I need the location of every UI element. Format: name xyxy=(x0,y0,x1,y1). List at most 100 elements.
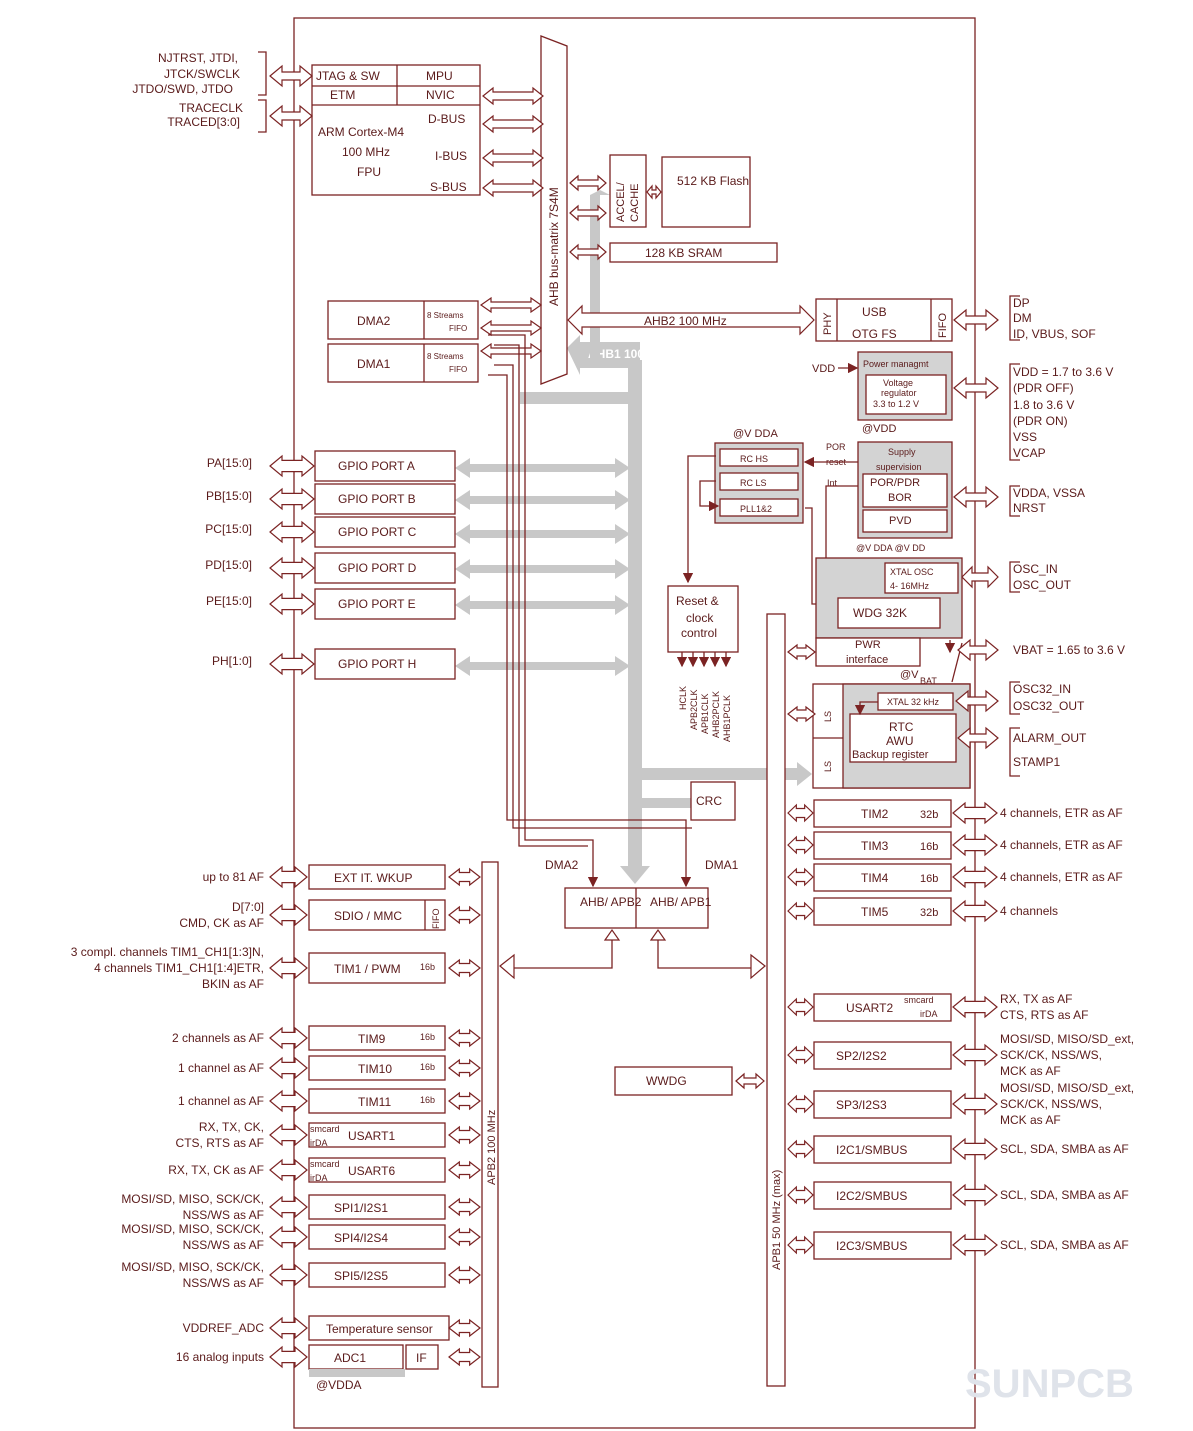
vdda-pin-1: VDDA, VSSA xyxy=(1013,486,1085,500)
apb1-link-arrow xyxy=(787,1094,814,1114)
apb2-periph-box xyxy=(308,952,446,984)
apb1-signal-label: 4 channels, ETR as AF xyxy=(1000,870,1123,884)
apb1-signal-label: CTS, RTS as AF xyxy=(1000,1008,1088,1022)
apb1-periph-name: TIM4 xyxy=(861,871,889,885)
apb2-periph-name: SPI5/I2S5 xyxy=(334,1269,388,1283)
apb1-periph-name: I2C3/SMBUS xyxy=(836,1239,907,1253)
gpio-port-label: GPIO PORT A xyxy=(338,459,415,473)
apb1-pin-arrow xyxy=(952,1043,998,1067)
wwdg-link xyxy=(735,1072,765,1090)
apb2-periph-tag: smcard xyxy=(310,1124,340,1134)
dma1-bridge-label: DMA1 xyxy=(705,858,739,872)
otg-label: OTG FS xyxy=(852,327,897,341)
ls-label-1: LS xyxy=(823,711,833,722)
apb1-link-arrow xyxy=(787,901,814,921)
apb1-signal-label: MCK as AF xyxy=(1000,1064,1061,1078)
cpu-name: ARM Cortex-M4 xyxy=(318,125,404,139)
cache-label: CACHE xyxy=(629,183,641,222)
apb2-periph-box xyxy=(308,1315,450,1341)
wdg-label: WDG 32K xyxy=(853,606,907,620)
apb1-signal-label: MOSI/SD, MISO/SD_ext, xyxy=(1000,1032,1134,1046)
apb2-signal-label: NSS/WS as AF xyxy=(183,1276,264,1290)
apb1-periph-name: USART2 xyxy=(846,1001,893,1015)
apb1-pin-arrow xyxy=(952,1137,998,1161)
apb1-link-arrow xyxy=(787,1185,814,1205)
regulator-2: regulator xyxy=(881,388,917,398)
apb1-signal-label: SCK/CK, NSS/WS, xyxy=(1000,1097,1102,1111)
apb2-periph-name: TIM1 / PWM xyxy=(334,962,401,976)
apb2-signal-label: RX, TX, CK as AF xyxy=(168,1163,264,1177)
apb2-periph-name: TIM11 xyxy=(358,1095,391,1109)
gpio-port-label: GPIO PORT H xyxy=(338,657,416,671)
apb1-periph-name: SP2/I2S2 xyxy=(836,1049,887,1063)
apb2-pin-arrow xyxy=(269,1026,308,1050)
gpio-pin-arrow xyxy=(269,652,315,676)
apb2-periph-tag: irDA xyxy=(310,1138,328,1148)
apb2-label: APB2 100 MHz xyxy=(486,1110,498,1185)
vbat-pin: VBAT = 1.65 to 3.6 V xyxy=(1013,643,1125,657)
apb1-periph-bits: 16b xyxy=(920,841,938,853)
etm-label: ETM xyxy=(330,88,355,102)
apb2-pin-arrow xyxy=(269,1195,308,1219)
apb2-link-arrow xyxy=(448,1091,481,1111)
backup-label: Backup register xyxy=(852,749,929,761)
rc-ls-label: RC LS xyxy=(740,478,767,488)
bus-matrix-label: AHB bus-matrix 7S4M xyxy=(547,187,561,306)
pwr-1: PWR xyxy=(855,639,881,651)
apb2-periph-name: USART6 xyxy=(348,1164,395,1178)
apb2-periph-name: Temperature sensor xyxy=(326,1322,433,1336)
pwr-pin-6: VCAP xyxy=(1013,446,1046,460)
dma1-streams: 8 Streams xyxy=(427,352,463,361)
xtal32-label: XTAL 32 kHz xyxy=(887,697,940,707)
flash-label: 512 KB Flash xyxy=(677,174,749,188)
rtc-label: RTC xyxy=(889,720,914,734)
apb1-periph-name: TIM5 xyxy=(861,905,889,919)
gpio-port-label: GPIO PORT E xyxy=(338,597,416,611)
pwr-pin-5: VSS xyxy=(1013,430,1037,444)
por-label: POR xyxy=(826,442,846,452)
por-pdr-label: POR/PDR xyxy=(870,477,920,489)
dma2-bridge-label: DMA2 xyxy=(545,858,579,872)
apb1-signal-label: SCL, SDA, SMBA as AF xyxy=(1000,1142,1129,1156)
stamp-pin: STAMP1 xyxy=(1013,755,1060,769)
apb2-pin-arrow xyxy=(269,865,308,889)
apb2-periph-name: SPI1/I2S1 xyxy=(334,1201,388,1215)
rc-hs-label: RC HS xyxy=(740,454,768,464)
gpio-port-box xyxy=(314,648,456,680)
apb2-periph-box xyxy=(308,1194,446,1220)
dma1-fifo: FIFO xyxy=(449,365,467,374)
apb2-signal-label: 3 compl. channels TIM1_CH1[1:3]N, xyxy=(71,945,264,959)
jtag-pins-1: NJTRST, JTDI, xyxy=(158,51,238,65)
apb2-periph-box xyxy=(308,899,446,931)
apb1-link-arrow xyxy=(787,1235,814,1255)
apb1-periph-bits: 16b xyxy=(920,873,938,885)
apb2-pin-arrow xyxy=(269,1158,308,1182)
pwr-2: interface xyxy=(846,654,888,666)
usb-label: USB xyxy=(862,305,887,319)
apb1-periph-box xyxy=(813,831,952,860)
trace-pins-2: TRACED[3:0] xyxy=(167,115,240,129)
apb1-pin-arrow xyxy=(952,1233,998,1257)
apb1-periph-name: TIM2 xyxy=(861,807,889,821)
apb2-pin-arrow xyxy=(269,1225,308,1249)
clk-out-0: HCLK xyxy=(678,686,688,710)
crc-block xyxy=(690,781,736,821)
apb2-signal-label: CTS, RTS as AF xyxy=(176,1136,264,1150)
at-vdd-label: @VDD xyxy=(862,423,896,435)
apb1-signal-label: SCL, SDA, SMBA as AF xyxy=(1000,1238,1129,1252)
vdda-vdd-label: @V DDA @V DD xyxy=(856,543,926,553)
apb2-signal-label: 4 channels TIM1_CH1[1:4]ETR, xyxy=(94,961,264,975)
jtag-pins-2: JTCK/SWCLK xyxy=(164,67,240,81)
apb2-periph-box xyxy=(308,1224,446,1250)
apb2-periph-bits: 16b xyxy=(420,962,435,972)
gpio-port-box xyxy=(314,588,456,620)
pwr-pin-2: (PDR OFF) xyxy=(1013,381,1074,395)
dbus-label: D-BUS xyxy=(428,112,465,126)
ibus-label: I-BUS xyxy=(435,149,467,163)
usb-fifo-label: FIFO xyxy=(937,313,949,338)
jtag-sw-label: JTAG & SW xyxy=(316,69,380,83)
clk-out-4: AHB1PCLK xyxy=(722,695,732,742)
accel-label: ACCEL/ xyxy=(615,181,627,222)
apb1-signal-label: 4 channels, ETR as AF xyxy=(1000,806,1123,820)
